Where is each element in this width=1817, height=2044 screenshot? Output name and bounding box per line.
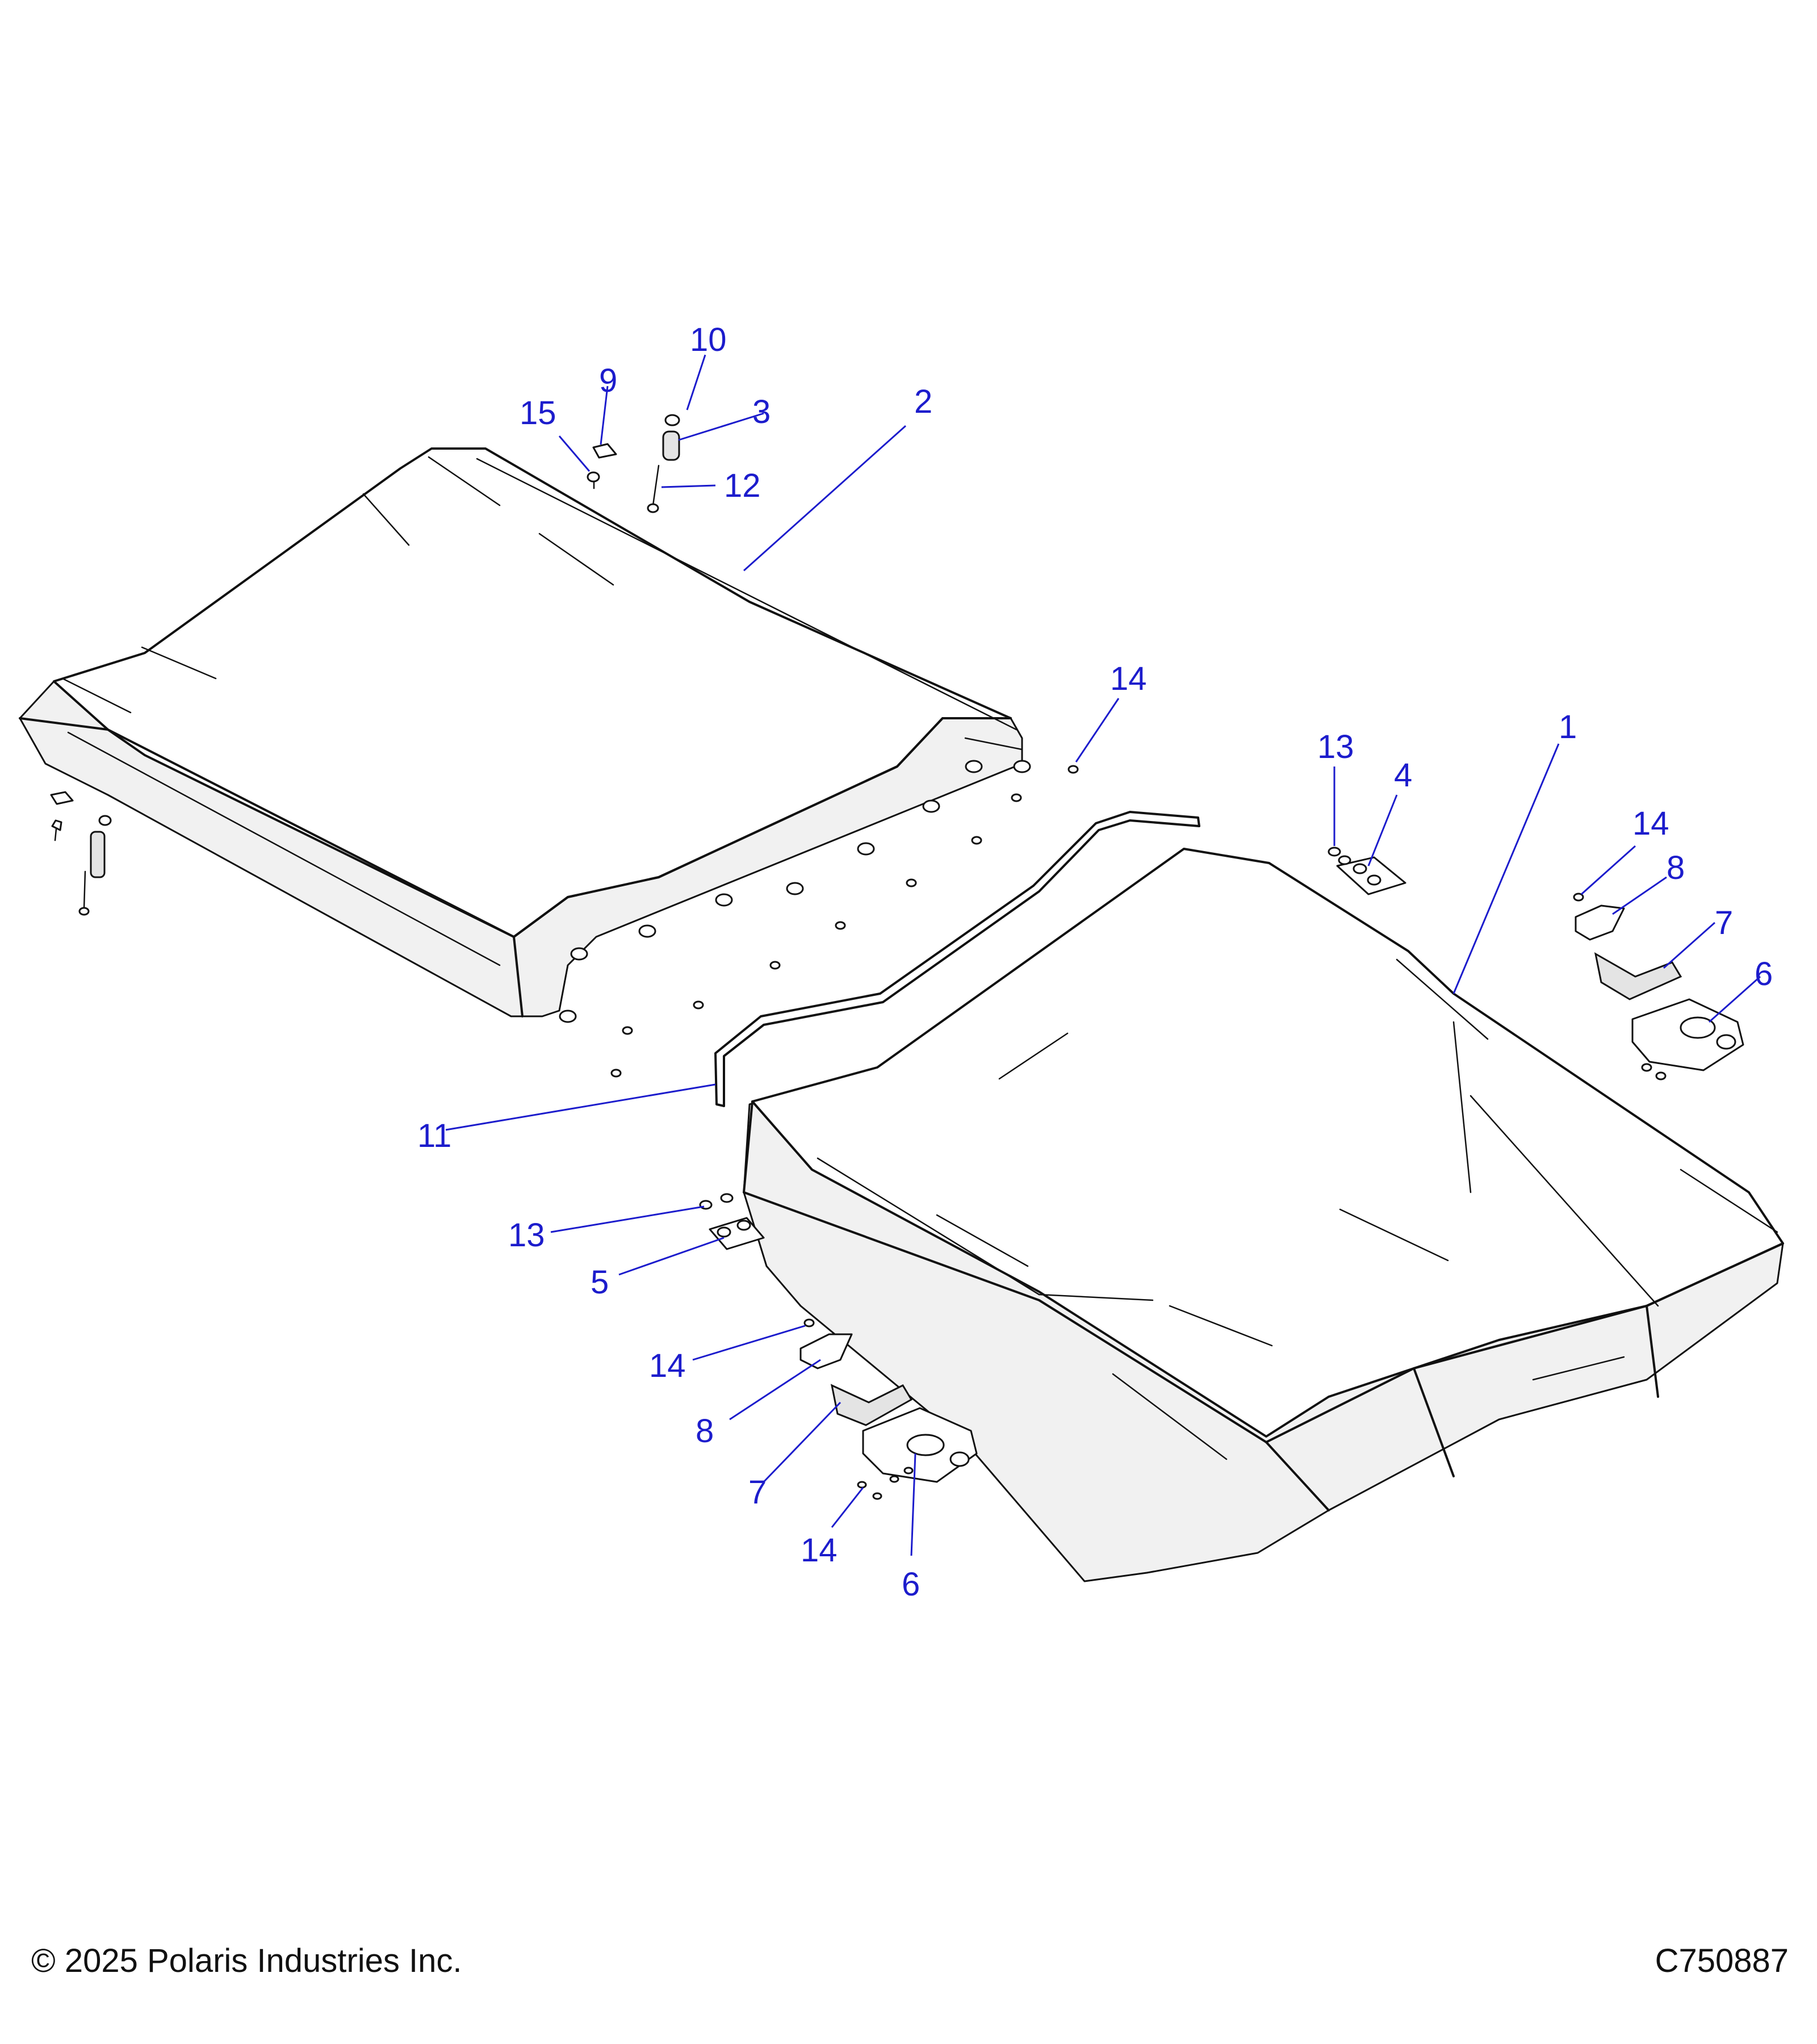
panel-mounting-holes (559, 760, 1031, 1023)
callout-1: 1 (1559, 709, 1577, 745)
callout-9: 9 (599, 362, 617, 399)
callout-14-left-upper: 14 (649, 1347, 686, 1384)
left-hinge-bracket (699, 1193, 765, 1250)
callout-4: 4 (1394, 757, 1412, 794)
drawing-number: C750887 (1655, 1942, 1789, 1979)
top-pivot-hardware (587, 414, 680, 513)
callout-11: 11 (417, 1117, 451, 1154)
callout-6-left: 6 (902, 1566, 920, 1603)
screw-set (610, 765, 1079, 1078)
callout-8-right: 8 (1667, 849, 1685, 886)
callout-12: 12 (724, 467, 761, 504)
callout-8-left: 8 (696, 1413, 714, 1450)
right-hinge-bracket (1328, 847, 1406, 895)
callout-2: 2 (914, 383, 932, 420)
left-pivot-hardware (50, 791, 112, 916)
callout-15: 15 (520, 395, 556, 432)
callout-leaders (445, 354, 1761, 1556)
callout-14-top: 14 (1110, 660, 1147, 697)
callout-7-right: 7 (1715, 904, 1733, 941)
rear-roof-panel (19, 447, 1031, 1023)
callout-6-right: 6 (1755, 956, 1773, 992)
callout-10: 10 (690, 321, 727, 358)
callout-13-left: 13 (508, 1217, 545, 1254)
callout-7-left: 7 (748, 1474, 767, 1511)
seal-strip (714, 811, 1200, 1107)
callout-3: 3 (752, 393, 771, 430)
callout-14-right: 14 (1632, 805, 1669, 842)
front-roof-panel (743, 848, 1784, 1582)
callout-5: 5 (591, 1264, 609, 1301)
callout-labels: 1 2 3 4 5 6 6 7 7 8 8 9 10 11 12 13 13 1… (417, 321, 1773, 1603)
copyright-notice: © 2025 Polaris Industries Inc. (31, 1942, 462, 1979)
callout-13-right: 13 (1317, 728, 1354, 765)
left-latch-assembly (799, 1318, 978, 1500)
callout-14-left-lower: 14 (801, 1532, 838, 1569)
